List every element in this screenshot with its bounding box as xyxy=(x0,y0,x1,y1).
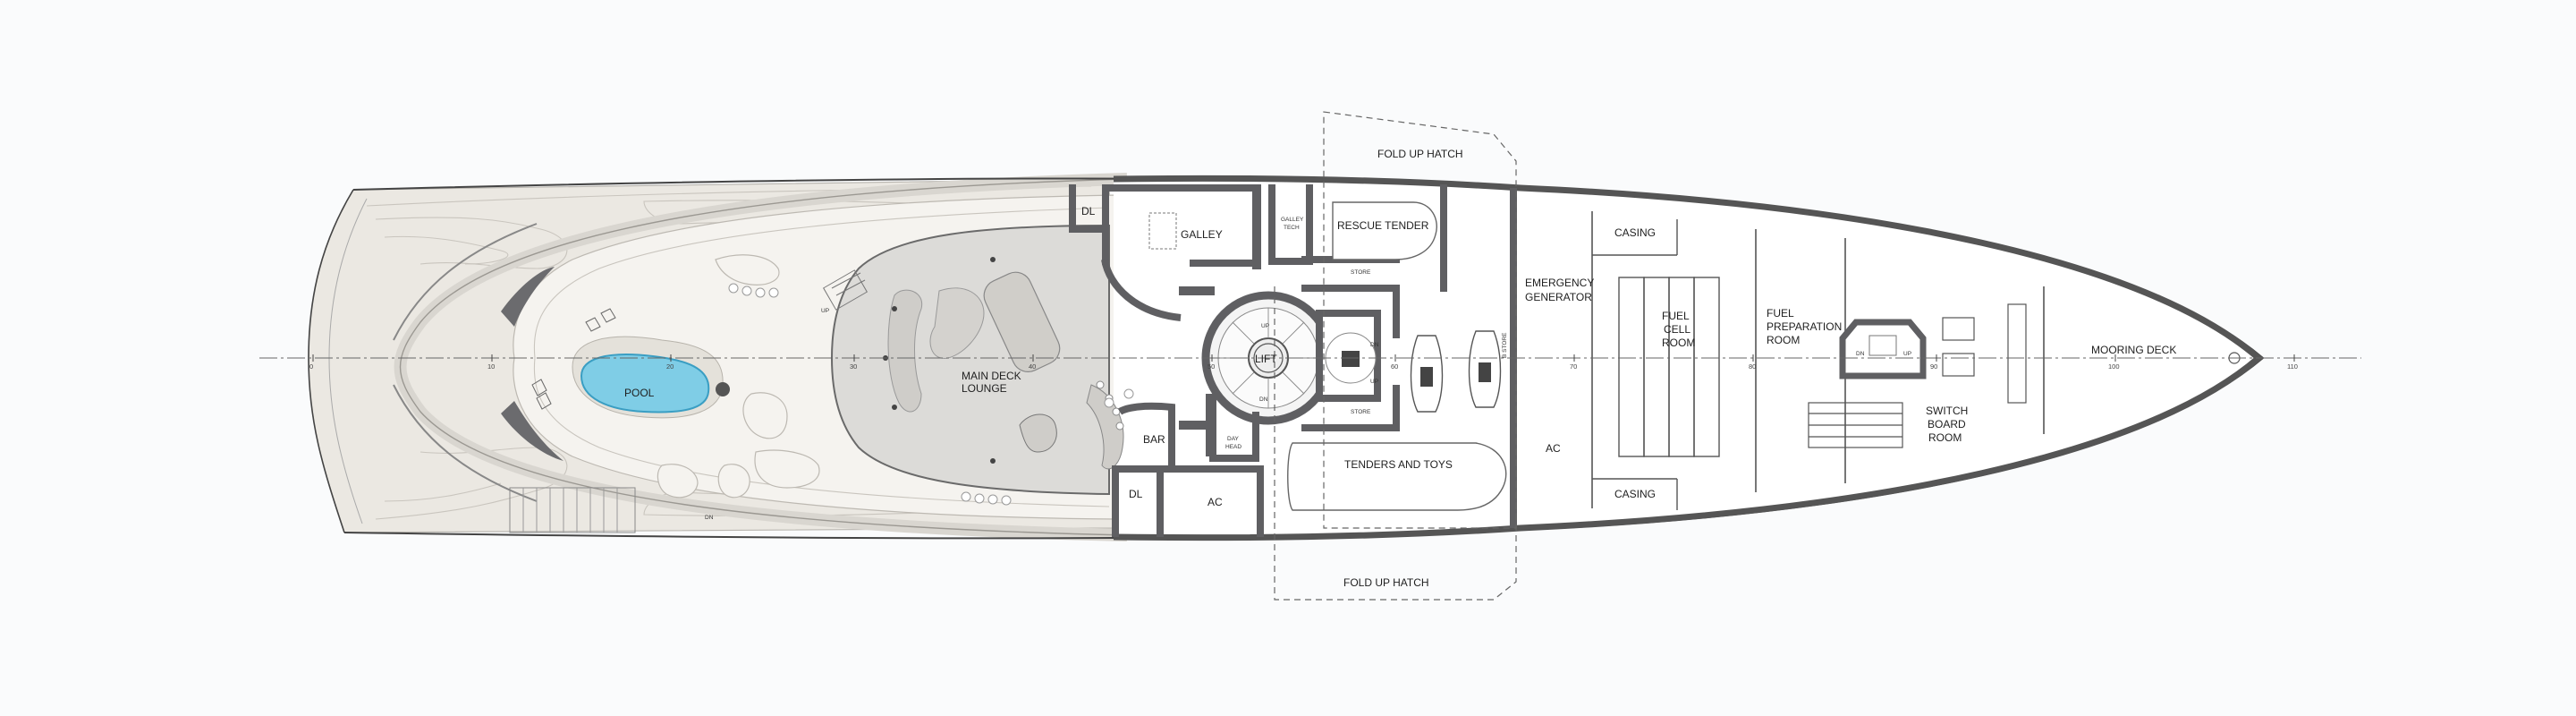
room-label-dl: DL xyxy=(1129,488,1143,500)
room-label-pool: POOL xyxy=(624,387,655,399)
room-label-ac: AC xyxy=(1546,442,1561,455)
aft-bulwark-line xyxy=(399,178,1128,536)
room-label-bar: BAR xyxy=(1143,433,1165,446)
room-label-mooring-deck: MOORING DECK xyxy=(2091,344,2176,356)
lounge-light xyxy=(892,405,897,410)
aft-lounge-edge xyxy=(533,207,1110,507)
stool xyxy=(1115,422,1124,430)
room-label-ac: AC xyxy=(1208,496,1223,508)
room-label-emergency-generator: GENERATOR xyxy=(1525,291,1592,303)
seating-island xyxy=(657,464,699,499)
pool-drain xyxy=(716,382,730,396)
seating-island xyxy=(754,449,820,489)
hatch-bottom-label: FOLD UP HATCH xyxy=(1343,576,1429,589)
aft-deck-contour xyxy=(384,235,509,265)
room-label-casing: CASING xyxy=(1614,488,1656,500)
room-label-galley-tech: GALLEY xyxy=(1281,217,1304,223)
seating-island xyxy=(717,464,750,499)
room-label-switch-board: ROOM xyxy=(1928,431,1962,444)
room-label-b-store: B STORE xyxy=(1502,332,1508,358)
jet-ski[interactable] xyxy=(1468,330,1502,408)
room-label-casing: CASING xyxy=(1614,226,1656,239)
room-label-day-head: HEAD xyxy=(1225,444,1241,450)
aft-deck-contour xyxy=(384,482,502,502)
stern-arc-top xyxy=(393,223,538,341)
aft-stair-up[interactable] xyxy=(822,269,869,311)
room-label-fuel-preparation: FUEL xyxy=(1767,307,1794,320)
room-label-rescue-tender: RESCUE TENDER xyxy=(1337,219,1429,232)
fwd-stair[interactable] xyxy=(1839,319,1927,379)
room-label-store: STORE xyxy=(1351,269,1371,276)
stair-label-up: UP xyxy=(1261,323,1269,329)
interior-walls xyxy=(1069,184,1517,537)
lounge-light xyxy=(892,306,897,311)
tick-label: 110 xyxy=(2287,362,2298,371)
sofa-curved xyxy=(887,289,923,413)
sun-lounger-icon xyxy=(585,308,616,332)
fuel-cell-tanks xyxy=(1618,277,1720,457)
room-label-fuel-preparation: ROOM xyxy=(1767,334,1800,346)
tick-label: 60 xyxy=(1391,362,1398,371)
tick-label: 90 xyxy=(1930,362,1937,371)
tick-label: 20 xyxy=(666,362,674,371)
room-label-emergency-generator: EMERGENCY xyxy=(1525,277,1594,289)
fold-up-hatch-bottom[interactable] xyxy=(1274,286,1517,601)
tick-label: 0 xyxy=(309,362,313,371)
tender-boat[interactable] xyxy=(1287,442,1507,511)
room-label-fuel-cell: CELL xyxy=(1664,323,1690,336)
room-label-main-deck-lounge: LOUNGE xyxy=(962,382,1007,395)
sun-lounger-icon xyxy=(531,379,552,410)
room-label-switch-board: BOARD xyxy=(1928,418,1966,430)
switchboard-panels xyxy=(1808,303,2027,448)
grand-piano xyxy=(1019,413,1057,453)
stool-row xyxy=(728,283,1134,506)
stair-label-up: UP xyxy=(821,308,829,314)
stern-arc-bottom xyxy=(393,384,538,502)
room-label-tenders-toys: TENDERS AND TOYS xyxy=(1344,458,1453,471)
stern-swoosh-bottom xyxy=(501,401,564,461)
frame-ticks xyxy=(312,354,2295,362)
main-deck-lounge-floor xyxy=(830,224,1110,496)
stair-label-dn: DN xyxy=(1370,342,1379,348)
room-label-dl: DL xyxy=(1081,205,1096,217)
room-label-switch-board: SWITCH xyxy=(1926,405,1968,417)
room-label-store: STORE xyxy=(1351,409,1371,415)
tick-label: 100 xyxy=(2108,362,2120,371)
stair-label-dn: DN xyxy=(705,515,714,521)
rescue-tender-boat[interactable] xyxy=(1332,201,1437,260)
stool xyxy=(1096,380,1105,389)
tick-label: 80 xyxy=(1749,362,1756,371)
galley-island xyxy=(1148,212,1177,250)
hatch-top-label: FOLD UP HATCH xyxy=(1377,148,1463,160)
room-label-fuel-cell: ROOM xyxy=(1662,337,1695,349)
frame-tick-labels: 0 10 20 30 40 50 60 70 80 90 100 110 xyxy=(309,362,2298,371)
seating-island xyxy=(742,392,788,439)
stair-label-up: UP xyxy=(1370,379,1378,385)
pool xyxy=(580,354,710,413)
stair-label-dn: DN xyxy=(1259,396,1268,403)
room-label-fuel-preparation: PREPARATION xyxy=(1767,320,1842,333)
tick-label: 10 xyxy=(487,362,495,371)
aft-stair-down[interactable] xyxy=(509,487,636,533)
stern-swoosh-top xyxy=(501,267,555,327)
stair-label-dn: DN xyxy=(1856,351,1865,357)
room-label-fuel-cell: FUEL xyxy=(1662,310,1690,322)
stair-label-up: UP xyxy=(1903,351,1911,357)
seating-island xyxy=(715,254,780,286)
room-label-galley-tech: TECH xyxy=(1284,225,1300,231)
tick-label: 70 xyxy=(1570,362,1577,371)
room-label-main-deck-lounge: MAIN DECK xyxy=(962,370,1021,382)
sofa-rounded xyxy=(929,287,985,359)
room-label-lift: LIFT xyxy=(1255,353,1277,365)
lounge-light xyxy=(990,257,996,262)
tick-label: 50 xyxy=(1208,362,1215,371)
tick-label: 40 xyxy=(1029,362,1036,371)
tick-label: 30 xyxy=(850,362,857,371)
jet-ski[interactable] xyxy=(1410,335,1444,413)
lounge-light xyxy=(990,458,996,464)
room-label-galley: GALLEY xyxy=(1181,228,1223,241)
room-label-day-head: DAY xyxy=(1227,436,1240,442)
dining-table xyxy=(983,271,1061,372)
